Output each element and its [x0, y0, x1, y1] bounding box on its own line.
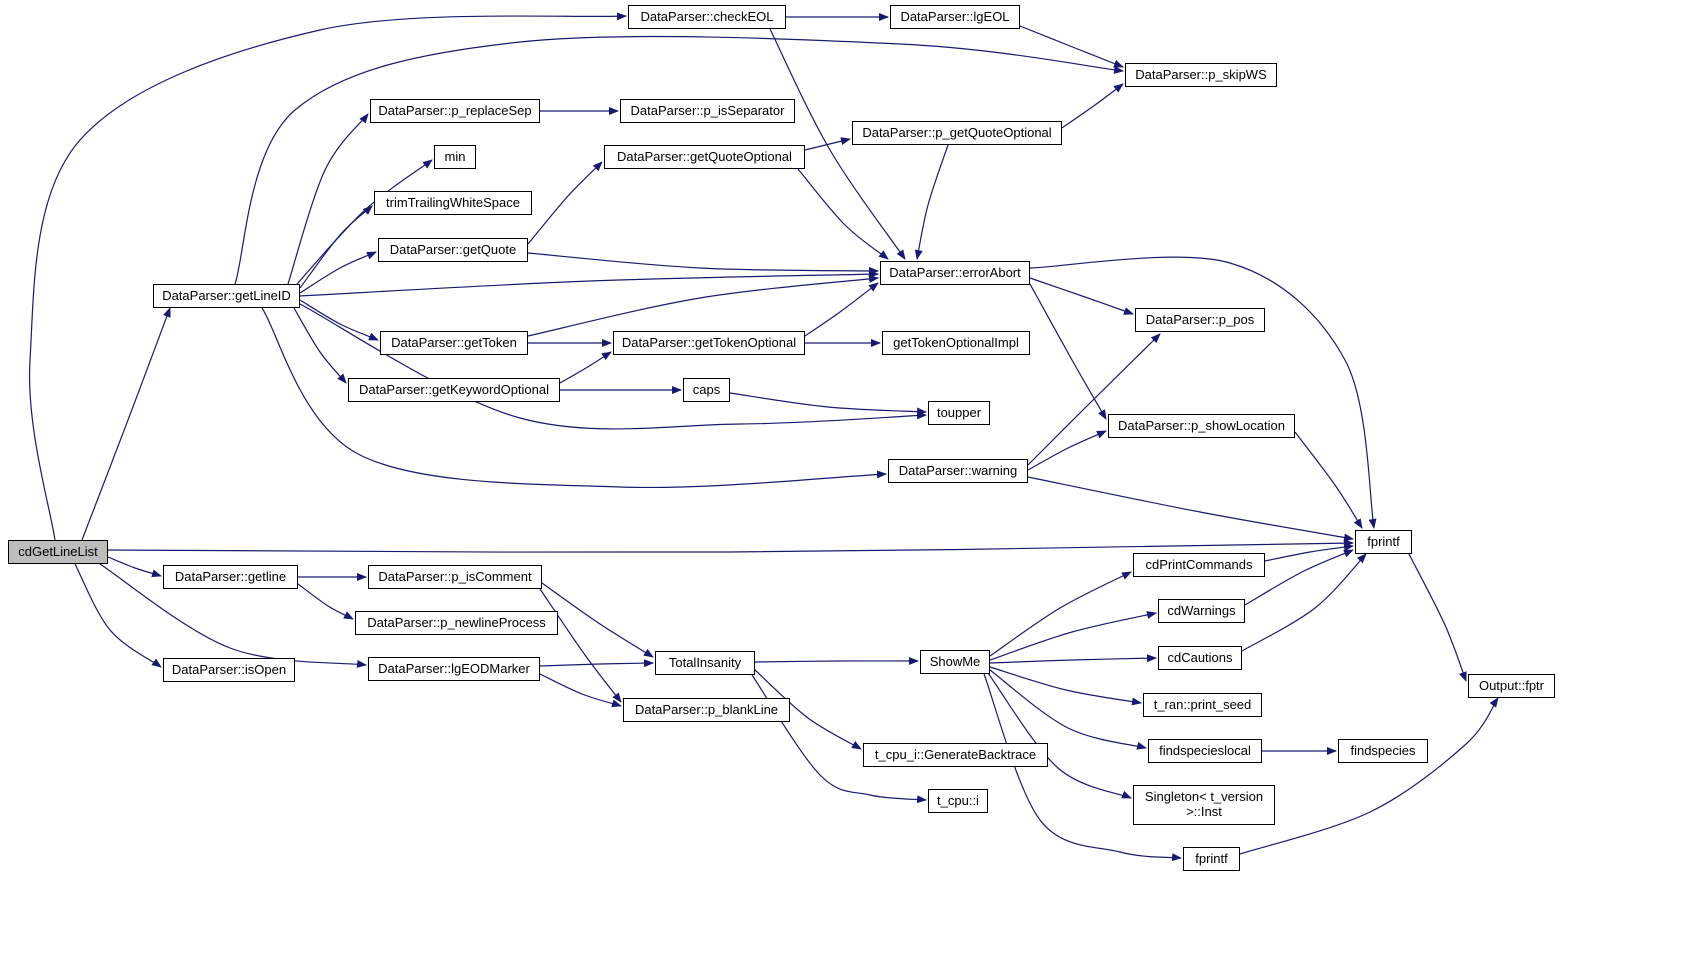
edge-lgEOL--p_skipWS [1019, 25, 1124, 68]
edge-getQuoteOptional--p_getQuoteOptional [804, 137, 851, 151]
edge-getLineID--getQuote [299, 251, 377, 294]
edge-ShowMe--cdCautions [989, 654, 1157, 664]
node-cdWarnings[interactable]: cdWarnings [1158, 599, 1245, 623]
edge-p_getQuoteOptional--errorAbort [914, 144, 949, 260]
edge-getLineID--p_skipWS [234, 35, 1124, 285]
node-p_getQuoteOptional[interactable]: DataParser::p_getQuoteOptional [852, 121, 1062, 145]
edge-cdGetLineList--lgEODMarker [99, 563, 367, 668]
node-getQuote[interactable]: DataParser::getQuote [378, 238, 528, 262]
node-TotalInsanity[interactable]: TotalInsanity [655, 651, 755, 675]
edge-p_getQuoteOptional--p_skipWS [1061, 83, 1124, 129]
edge-checkEOL--errorAbort [769, 28, 906, 260]
node-fprintf2[interactable]: fprintf [1183, 847, 1240, 871]
edge-getLineID--getKeywordOptional [293, 307, 347, 384]
edge-cdGetLineList--isOpen [74, 563, 162, 668]
edge-getLineID--p_replaceSep [287, 113, 369, 285]
edge-cdGetLineList--fprintf [107, 539, 1354, 553]
node-getQuoteOptional[interactable]: DataParser::getQuoteOptional [604, 145, 805, 169]
node-cdPrintCommands[interactable]: cdPrintCommands [1133, 553, 1265, 577]
edge-lgEODMarker--p_blankLine [539, 673, 622, 708]
node-findspecieslocal[interactable]: findspecieslocal [1148, 739, 1262, 763]
node-getTokenOptional[interactable]: DataParser::getTokenOptional [613, 331, 805, 355]
node-min[interactable]: min [434, 145, 476, 169]
edge-getline--p_newlineProcess [297, 583, 354, 620]
node-getToken[interactable]: DataParser::getToken [380, 331, 528, 355]
edge-getLineID--min [296, 159, 433, 285]
edge-lgEODMarker--TotalInsanity [539, 659, 654, 668]
edge-warning--p_pos [1027, 333, 1161, 466]
node-getline[interactable]: DataParser::getline [163, 565, 298, 589]
node-fprintf[interactable]: fprintf [1355, 530, 1412, 554]
node-Singleton_Inst[interactable]: Singleton< t_version >::Inst [1133, 785, 1275, 825]
edge-caps--toupper [729, 392, 927, 416]
node-caps[interactable]: caps [683, 378, 730, 402]
edge-cdGetLineList--getline [107, 556, 162, 578]
node-Output_fptr[interactable]: Output::fptr [1468, 674, 1555, 698]
edge-getLineID--warning [261, 307, 887, 489]
node-p_blankLine[interactable]: DataParser::p_blankLine [623, 698, 790, 722]
node-getTokenOptionalImpl[interactable]: getTokenOptionalImpl [882, 331, 1030, 355]
edge-fprintf2--Output_fptr [1239, 697, 1499, 855]
edge-p_isComment--TotalInsanity [541, 582, 654, 658]
edge-cdWarnings--fprintf [1244, 549, 1354, 606]
node-p_replaceSep[interactable]: DataParser::p_replaceSep [370, 99, 540, 123]
node-errorAbort[interactable]: DataParser::errorAbort [880, 261, 1030, 285]
edge-getLineID--toupper [299, 303, 927, 430]
edge-errorAbort--p_pos [1029, 277, 1134, 315]
edge-TotalInsanity--GenerateBacktrace [754, 669, 862, 750]
edge-cdCautions--fprintf [1241, 553, 1367, 652]
edge-cdGetLineList--getLineID [81, 307, 171, 541]
node-p_isComment[interactable]: DataParser::p_isComment [368, 565, 542, 589]
edge-getLineID--trimTrailingWhiteSpace [299, 205, 373, 289]
node-print_seed[interactable]: t_ran::print_seed [1143, 693, 1262, 717]
node-p_showLocation[interactable]: DataParser::p_showLocation [1108, 414, 1295, 438]
node-warning[interactable]: DataParser::warning [888, 459, 1028, 483]
edge-warning--fprintf [1027, 476, 1354, 542]
node-ShowMe[interactable]: ShowMe [920, 650, 990, 674]
node-lgEOL[interactable]: DataParser::lgEOL [890, 5, 1020, 29]
node-trimTrailingWhiteSpace[interactable]: trimTrailingWhiteSpace [374, 191, 532, 215]
edge-ShowMe--fprintf2 [983, 673, 1182, 862]
node-cdCautions[interactable]: cdCautions [1158, 646, 1242, 670]
edge-ShowMe--print_seed [989, 666, 1142, 706]
edge-p_isComment--p_blankLine [539, 588, 622, 703]
node-p_isSeparator[interactable]: DataParser::p_isSeparator [620, 99, 795, 123]
edge-getToken--errorAbort [527, 275, 879, 337]
node-toupper[interactable]: toupper [928, 401, 990, 425]
edge-errorAbort--fprintf [1029, 256, 1377, 529]
edge-ShowMe--cdWarnings [989, 611, 1157, 661]
node-lgEODMarker[interactable]: DataParser::lgEODMarker [368, 657, 540, 681]
edge-ShowMe--findspecieslocal [989, 669, 1147, 750]
edge-getTokenOptional--errorAbort [804, 282, 879, 337]
node-p_pos[interactable]: DataParser::p_pos [1135, 308, 1265, 332]
node-p_skipWS[interactable]: DataParser::p_skipWS [1125, 63, 1277, 87]
edge-warning--p_showLocation [1027, 430, 1107, 471]
node-findspecies[interactable]: findspecies [1338, 739, 1428, 763]
edge-TotalInsanity--ShowMe [754, 656, 919, 665]
edge-fprintf--Output_fptr [1408, 553, 1467, 682]
node-isOpen[interactable]: DataParser::isOpen [163, 658, 295, 682]
node-GenerateBacktrace[interactable]: t_cpu_i::GenerateBacktrace [863, 743, 1048, 767]
edge-getQuoteOptional--errorAbort [797, 168, 889, 260]
edge-p_showLocation--fprintf [1294, 431, 1363, 529]
edge-getQuote--errorAbort [527, 252, 879, 275]
edge-ShowMe--Singleton_Inst [987, 672, 1132, 799]
edge-errorAbort--p_showLocation [1029, 283, 1107, 420]
edge-cdGetLineList--checkEOL [28, 12, 627, 541]
edge-getKeywordOptional--getTokenOptional [559, 351, 612, 384]
node-getKeywordOptional[interactable]: DataParser::getKeywordOptional [348, 378, 560, 402]
node-p_newlineProcess[interactable]: DataParser::p_newlineProcess [355, 611, 558, 635]
node-checkEOL[interactable]: DataParser::checkEOL [628, 5, 786, 29]
edge-ShowMe--cdPrintCommands [989, 571, 1132, 657]
node-t_cpu_i[interactable]: t_cpu::i [928, 789, 988, 813]
node-getLineID[interactable]: DataParser::getLineID [153, 284, 300, 308]
edge-cdPrintCommands--fprintf [1264, 543, 1354, 562]
edge-getLineID--errorAbort [299, 270, 879, 297]
edge-getLineID--getToken [299, 299, 379, 341]
node-cdGetLineList[interactable]: cdGetLineList [8, 540, 108, 564]
edge-getQuote--getQuoteOptional [527, 161, 603, 245]
